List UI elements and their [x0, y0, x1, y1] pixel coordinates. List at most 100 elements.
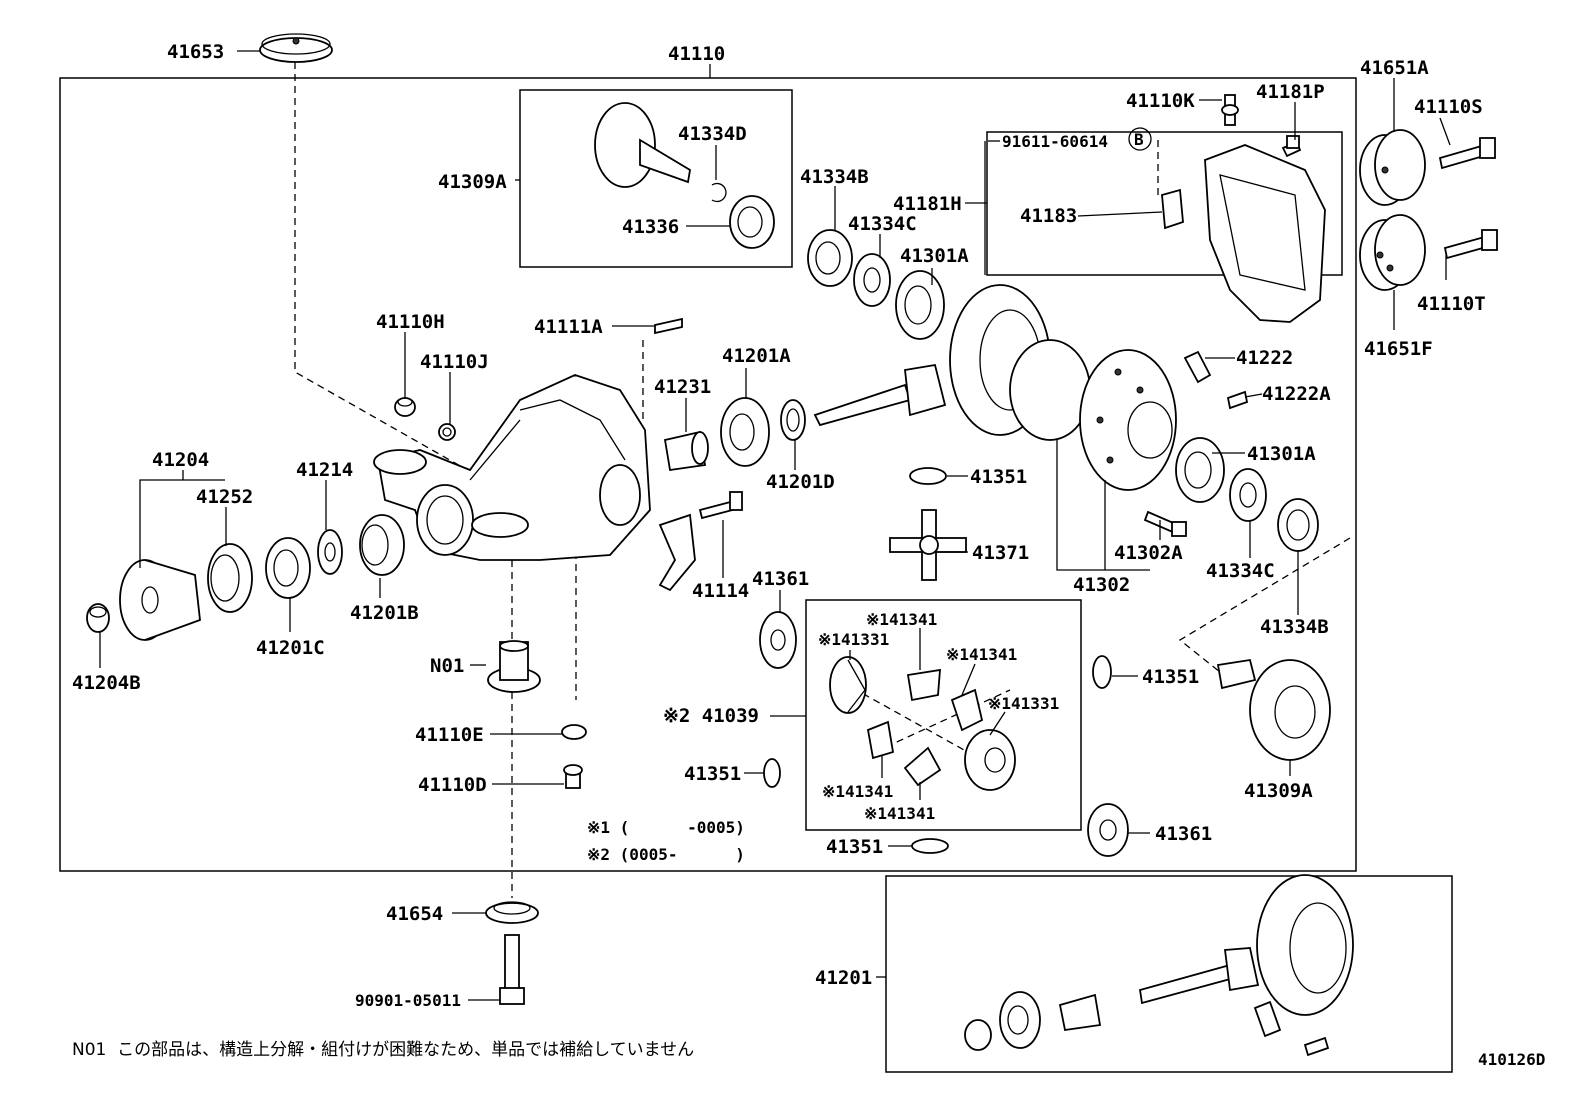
washer-41201D	[780, 399, 806, 441]
label-41039[interactable]: ※2 41039	[663, 705, 759, 727]
bearing-41201A	[720, 397, 770, 467]
flange-41309A-mid	[1216, 658, 1331, 761]
pinion-41341-a	[906, 668, 941, 702]
label-41214[interactable]: 41214	[296, 459, 353, 481]
label-41341-a[interactable]: ※141341	[866, 610, 937, 629]
label-41334B-mid[interactable]: 41334B	[1260, 616, 1329, 638]
differential-case-41302	[1009, 339, 1177, 491]
label-41341-b[interactable]: ※141341	[946, 645, 1017, 664]
label-41201B[interactable]: 41201B	[350, 602, 419, 624]
washer-41361-b	[1087, 803, 1129, 857]
leader-lines	[99, 50, 1451, 1001]
label-41231[interactable]: 41231	[654, 376, 711, 398]
label-41341-d[interactable]: ※141341	[864, 804, 935, 823]
label-41351-b[interactable]: 41351	[684, 763, 741, 785]
centerline-41653	[294, 62, 521, 501]
label-41651A[interactable]: 41651A	[1360, 57, 1429, 79]
callout-b[interactable]: B	[1134, 130, 1144, 149]
note-2: ※2 (0005- )	[587, 845, 745, 864]
label-41651F[interactable]: 41651F	[1364, 338, 1433, 360]
figure-code: 410126D	[1478, 1050, 1545, 1069]
label-41309A-mid[interactable]: 41309A	[1244, 780, 1313, 802]
label-41653[interactable]: 41653	[167, 41, 224, 63]
label-41341-c[interactable]: ※141341	[822, 782, 893, 801]
bolt-41302A	[1143, 510, 1187, 537]
label-41334C-mid[interactable]: 41334C	[1206, 560, 1275, 582]
snap-ring-41334D	[711, 182, 727, 203]
label-41309A-top[interactable]: 41309A	[438, 171, 507, 193]
label-41201C[interactable]: 41201C	[256, 637, 325, 659]
pinion-41341-c	[866, 720, 895, 760]
label-41351-c[interactable]: 41351	[1142, 666, 1199, 688]
kit-bolt	[1303, 1036, 1330, 1057]
bearing-41334B-top	[807, 229, 853, 287]
label-41301A-top[interactable]: 41301A	[900, 245, 969, 267]
footnote-N01: N01 この部品は、構造上分解・組付けが困難なため、単品では補給していません	[72, 1040, 694, 1060]
label-90901-05011[interactable]: 90901-05011	[355, 991, 461, 1010]
gasket-41110J	[438, 423, 456, 441]
kit-bearing	[999, 991, 1041, 1049]
label-41201D[interactable]: 41201D	[766, 471, 835, 493]
flange-41309A-top	[594, 102, 691, 188]
label-41201[interactable]: 41201	[815, 967, 872, 989]
breather-41110K	[1221, 94, 1239, 126]
bolt-90901	[499, 934, 525, 1005]
label-41302[interactable]: 41302	[1073, 574, 1130, 596]
label-41114[interactable]: 41114	[692, 580, 749, 602]
label-41183[interactable]: 41183	[1020, 205, 1077, 227]
bearing-41301A-top	[895, 270, 945, 340]
label-41201A[interactable]: 41201A	[722, 345, 791, 367]
label-41181P[interactable]: 41181P	[1256, 81, 1325, 103]
label-41336[interactable]: 41336	[622, 216, 679, 238]
bolt-41110S	[1438, 137, 1496, 170]
label-41331-b[interactable]: ※141331	[988, 694, 1059, 713]
mount-N01	[487, 640, 541, 693]
bolt-41222A	[1226, 390, 1249, 410]
label-41361-b[interactable]: 41361	[1155, 823, 1212, 845]
seal-41252	[207, 543, 253, 613]
label-41110D[interactable]: 41110D	[418, 774, 487, 796]
label-41351-a[interactable]: 41351	[970, 466, 1027, 488]
flange-41204	[119, 559, 201, 641]
label-41110[interactable]: 41110	[668, 43, 725, 65]
washer-41351-d	[911, 838, 949, 854]
label-41222A[interactable]: 41222A	[1262, 383, 1331, 405]
label-41110K[interactable]: 41110K	[1126, 90, 1195, 112]
kit-pinion	[1138, 947, 1260, 1005]
label-41301A-mid[interactable]: 41301A	[1247, 443, 1316, 465]
label-41204[interactable]: 41204	[152, 449, 209, 471]
nut-41204B	[86, 603, 110, 633]
label-41654[interactable]: 41654	[386, 903, 443, 925]
label-41110T[interactable]: 41110T	[1417, 293, 1486, 315]
label-41334D[interactable]: 41334D	[678, 123, 747, 145]
label-41110S[interactable]: 41110S	[1414, 96, 1483, 118]
plug-41110H	[394, 397, 416, 417]
drive-pinion	[813, 363, 947, 427]
label-91611-60614[interactable]: 91611-60614	[1002, 132, 1108, 151]
label-41302A[interactable]: 41302A	[1114, 542, 1183, 564]
bearing-cap-41114	[658, 513, 696, 592]
label-41204B[interactable]: 41204B	[72, 672, 141, 694]
label-41334B-top[interactable]: 41334B	[800, 166, 869, 188]
flange-subassembly-box	[519, 89, 793, 268]
kit-lock	[1253, 1000, 1282, 1038]
bolt-41181P	[1281, 135, 1302, 158]
label-N01[interactable]: N01	[430, 655, 464, 677]
label-41110J[interactable]: 41110J	[420, 351, 489, 373]
label-41351-d[interactable]: 41351	[826, 836, 883, 858]
cap-41653	[259, 33, 333, 63]
label-41334C-top[interactable]: 41334C	[848, 213, 917, 235]
label-41111A[interactable]: 41111A	[534, 316, 603, 338]
carrier-housing	[373, 374, 651, 561]
label-41222[interactable]: 41222	[1236, 347, 1293, 369]
label-41371[interactable]: 41371	[972, 542, 1029, 564]
pinion-gear-kit-box	[805, 599, 1082, 831]
label-41252[interactable]: 41252	[196, 486, 253, 508]
label-41331-a[interactable]: ※141331	[818, 630, 889, 649]
label-41110E[interactable]: 41110E	[415, 724, 484, 746]
side-gear-41331-b	[964, 729, 1016, 791]
plug-41110D	[563, 764, 583, 789]
label-41361-a[interactable]: 41361	[752, 568, 809, 590]
label-41181H[interactable]: 41181H	[893, 193, 962, 215]
label-41110H[interactable]: 41110H	[376, 311, 445, 333]
